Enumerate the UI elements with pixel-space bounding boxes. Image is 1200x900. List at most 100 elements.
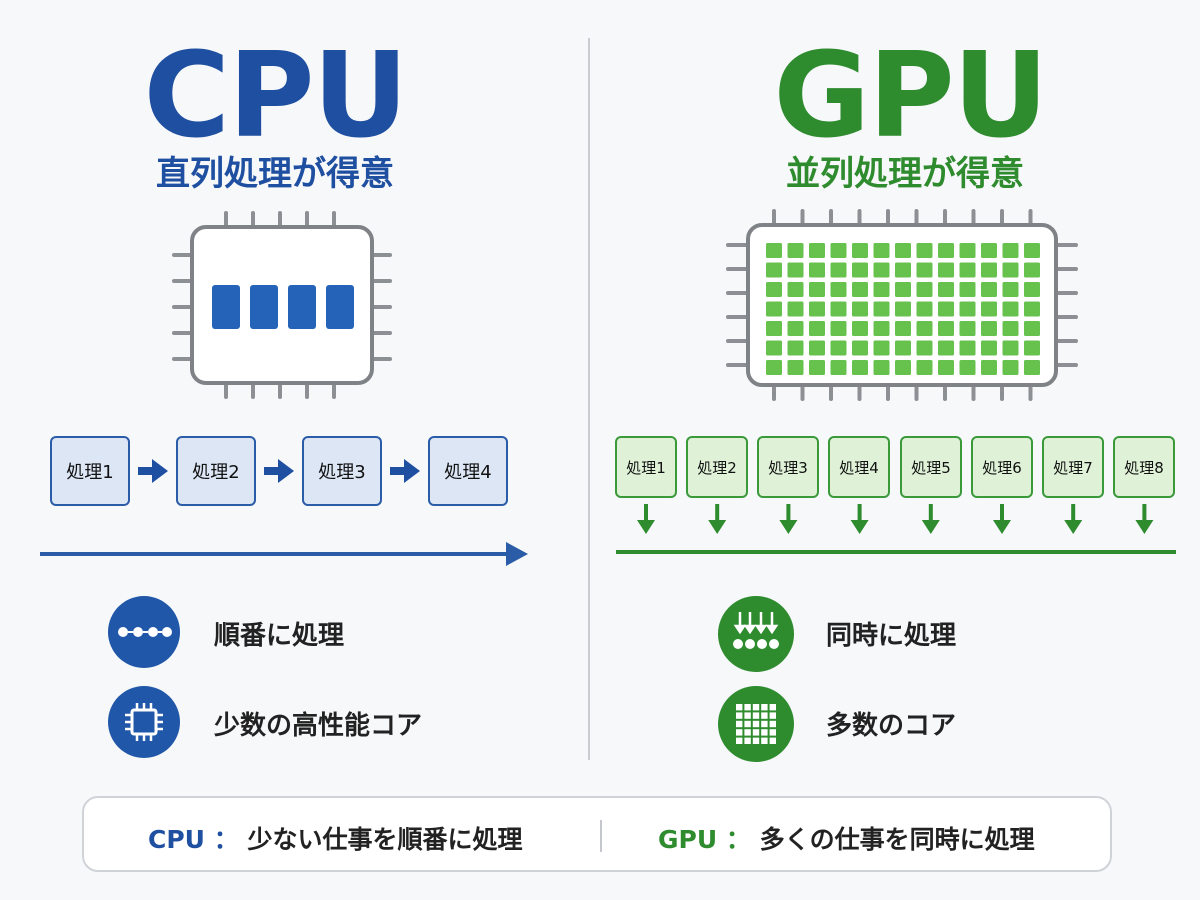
gpu-core (895, 282, 911, 297)
gpu-core (981, 282, 997, 297)
gpu-core (787, 340, 804, 356)
gpu-core (809, 360, 825, 375)
gpu-core (981, 262, 997, 278)
gpu-core (959, 340, 976, 356)
cpu-feature-sequential: 順番に処理 (214, 621, 345, 651)
gpu-core (873, 360, 890, 375)
cpu-step-1: 処理1 (50, 436, 130, 506)
gpu-core (895, 321, 911, 336)
gpu-core (959, 243, 976, 258)
cpu-chip-icon (172, 211, 392, 399)
summary-box: CPU ： 少ない仕事を順番に処理 GPU ： 多くの仕事を同時に処理 (82, 796, 1112, 872)
gpu-core (981, 243, 997, 258)
gpu-core (809, 282, 825, 297)
arrow-down-icon (993, 504, 1011, 534)
gpu-core (981, 340, 997, 356)
gpu-core (1002, 360, 1019, 375)
summary-cpu-text: 少ない仕事を順番に処理 (247, 825, 523, 854)
arrow-right-icon (264, 459, 294, 483)
gpu-core (830, 321, 847, 336)
arrow-down-icon (1135, 504, 1154, 534)
gpu-core (873, 321, 890, 336)
gpu-core (938, 282, 954, 297)
gpu-feature-parallel: 同時に処理 (826, 621, 957, 651)
gpu-core (766, 301, 782, 317)
gpu-core (873, 340, 890, 356)
summary-divider (600, 820, 602, 852)
gpu-subtitle: 並列処理が得意 (786, 154, 1024, 194)
gpu-step-arrows (616, 504, 1176, 554)
gpu-core (959, 262, 976, 278)
parallel-icon (718, 596, 794, 672)
gpu-core (916, 340, 933, 356)
cpu-step-3: 処理3 (302, 436, 382, 506)
cpu-feature-cores: 少数の高性能コア (214, 711, 423, 741)
gpu-core (1024, 360, 1040, 375)
gpu-core (938, 321, 954, 336)
gpu-step-4: 処理4 (828, 436, 890, 498)
gpu-step-8: 処理8 (1113, 436, 1175, 498)
summary-gpu-label: GPU (658, 825, 718, 854)
gpu-core (852, 243, 868, 258)
gpu-core (809, 340, 825, 356)
gpu-core (766, 360, 782, 375)
gpu-core (830, 360, 847, 375)
arrow-right-icon (390, 459, 420, 483)
timeline-arrowhead-icon (506, 542, 528, 566)
gpu-core (852, 360, 868, 375)
gpu-core (809, 262, 825, 278)
gpu-core (1024, 282, 1040, 297)
arrow-down-icon (779, 504, 798, 534)
gpu-step-5: 処理5 (900, 436, 962, 498)
summary-cpu-label: CPU (148, 825, 205, 854)
gpu-core (852, 282, 868, 297)
gpu-core (1024, 262, 1040, 278)
gpu-core (852, 262, 868, 278)
gpu-core (959, 360, 976, 375)
arrow-down-icon (921, 504, 940, 534)
gpu-core (1024, 243, 1040, 258)
gpu-core (873, 301, 890, 317)
summary-gpu-text: 多くの仕事を同時に処理 (759, 825, 1035, 854)
gpu-core (787, 282, 804, 297)
gpu-core (1002, 340, 1019, 356)
gpu-core (873, 243, 890, 258)
cpu-step-arrows (40, 459, 528, 566)
gpu-core (981, 360, 997, 375)
arrow-right-icon (138, 459, 168, 483)
gpu-core (916, 282, 933, 297)
gpu-core (873, 282, 890, 297)
gpu-core (787, 301, 804, 317)
cpu-title: CPU (143, 26, 409, 164)
gpu-core (1024, 301, 1040, 317)
gpu-core (766, 340, 782, 356)
center-divider (588, 38, 590, 760)
gpu-core (895, 360, 911, 375)
gpu-core (895, 340, 911, 356)
gpu-feature-cores: 多数のコア (826, 711, 957, 741)
gpu-core (916, 360, 933, 375)
cpu-step-4: 処理4 (428, 436, 508, 506)
gpu-core (916, 301, 933, 317)
gpu-core (830, 282, 847, 297)
summary-cpu: CPU ： 少ない仕事を順番に処理 (148, 820, 522, 856)
gpu-core (895, 262, 911, 278)
gpu-core (1002, 282, 1019, 297)
gpu-core (830, 262, 847, 278)
gpu-core (895, 301, 911, 317)
gpu-core (873, 262, 890, 278)
gpu-core (766, 243, 782, 258)
gpu-core (959, 321, 976, 336)
gpu-core (1002, 301, 1019, 317)
gpu-core (959, 301, 976, 317)
gpu-core (809, 301, 825, 317)
gpu-core (916, 243, 933, 258)
gpu-core (852, 340, 868, 356)
gpu-core (916, 262, 933, 278)
grid-icon (718, 686, 794, 762)
gpu-core (830, 340, 847, 356)
chip-icon (108, 686, 180, 758)
gpu-core (787, 243, 804, 258)
gpu-core (809, 243, 825, 258)
arrow-down-icon (637, 504, 655, 534)
